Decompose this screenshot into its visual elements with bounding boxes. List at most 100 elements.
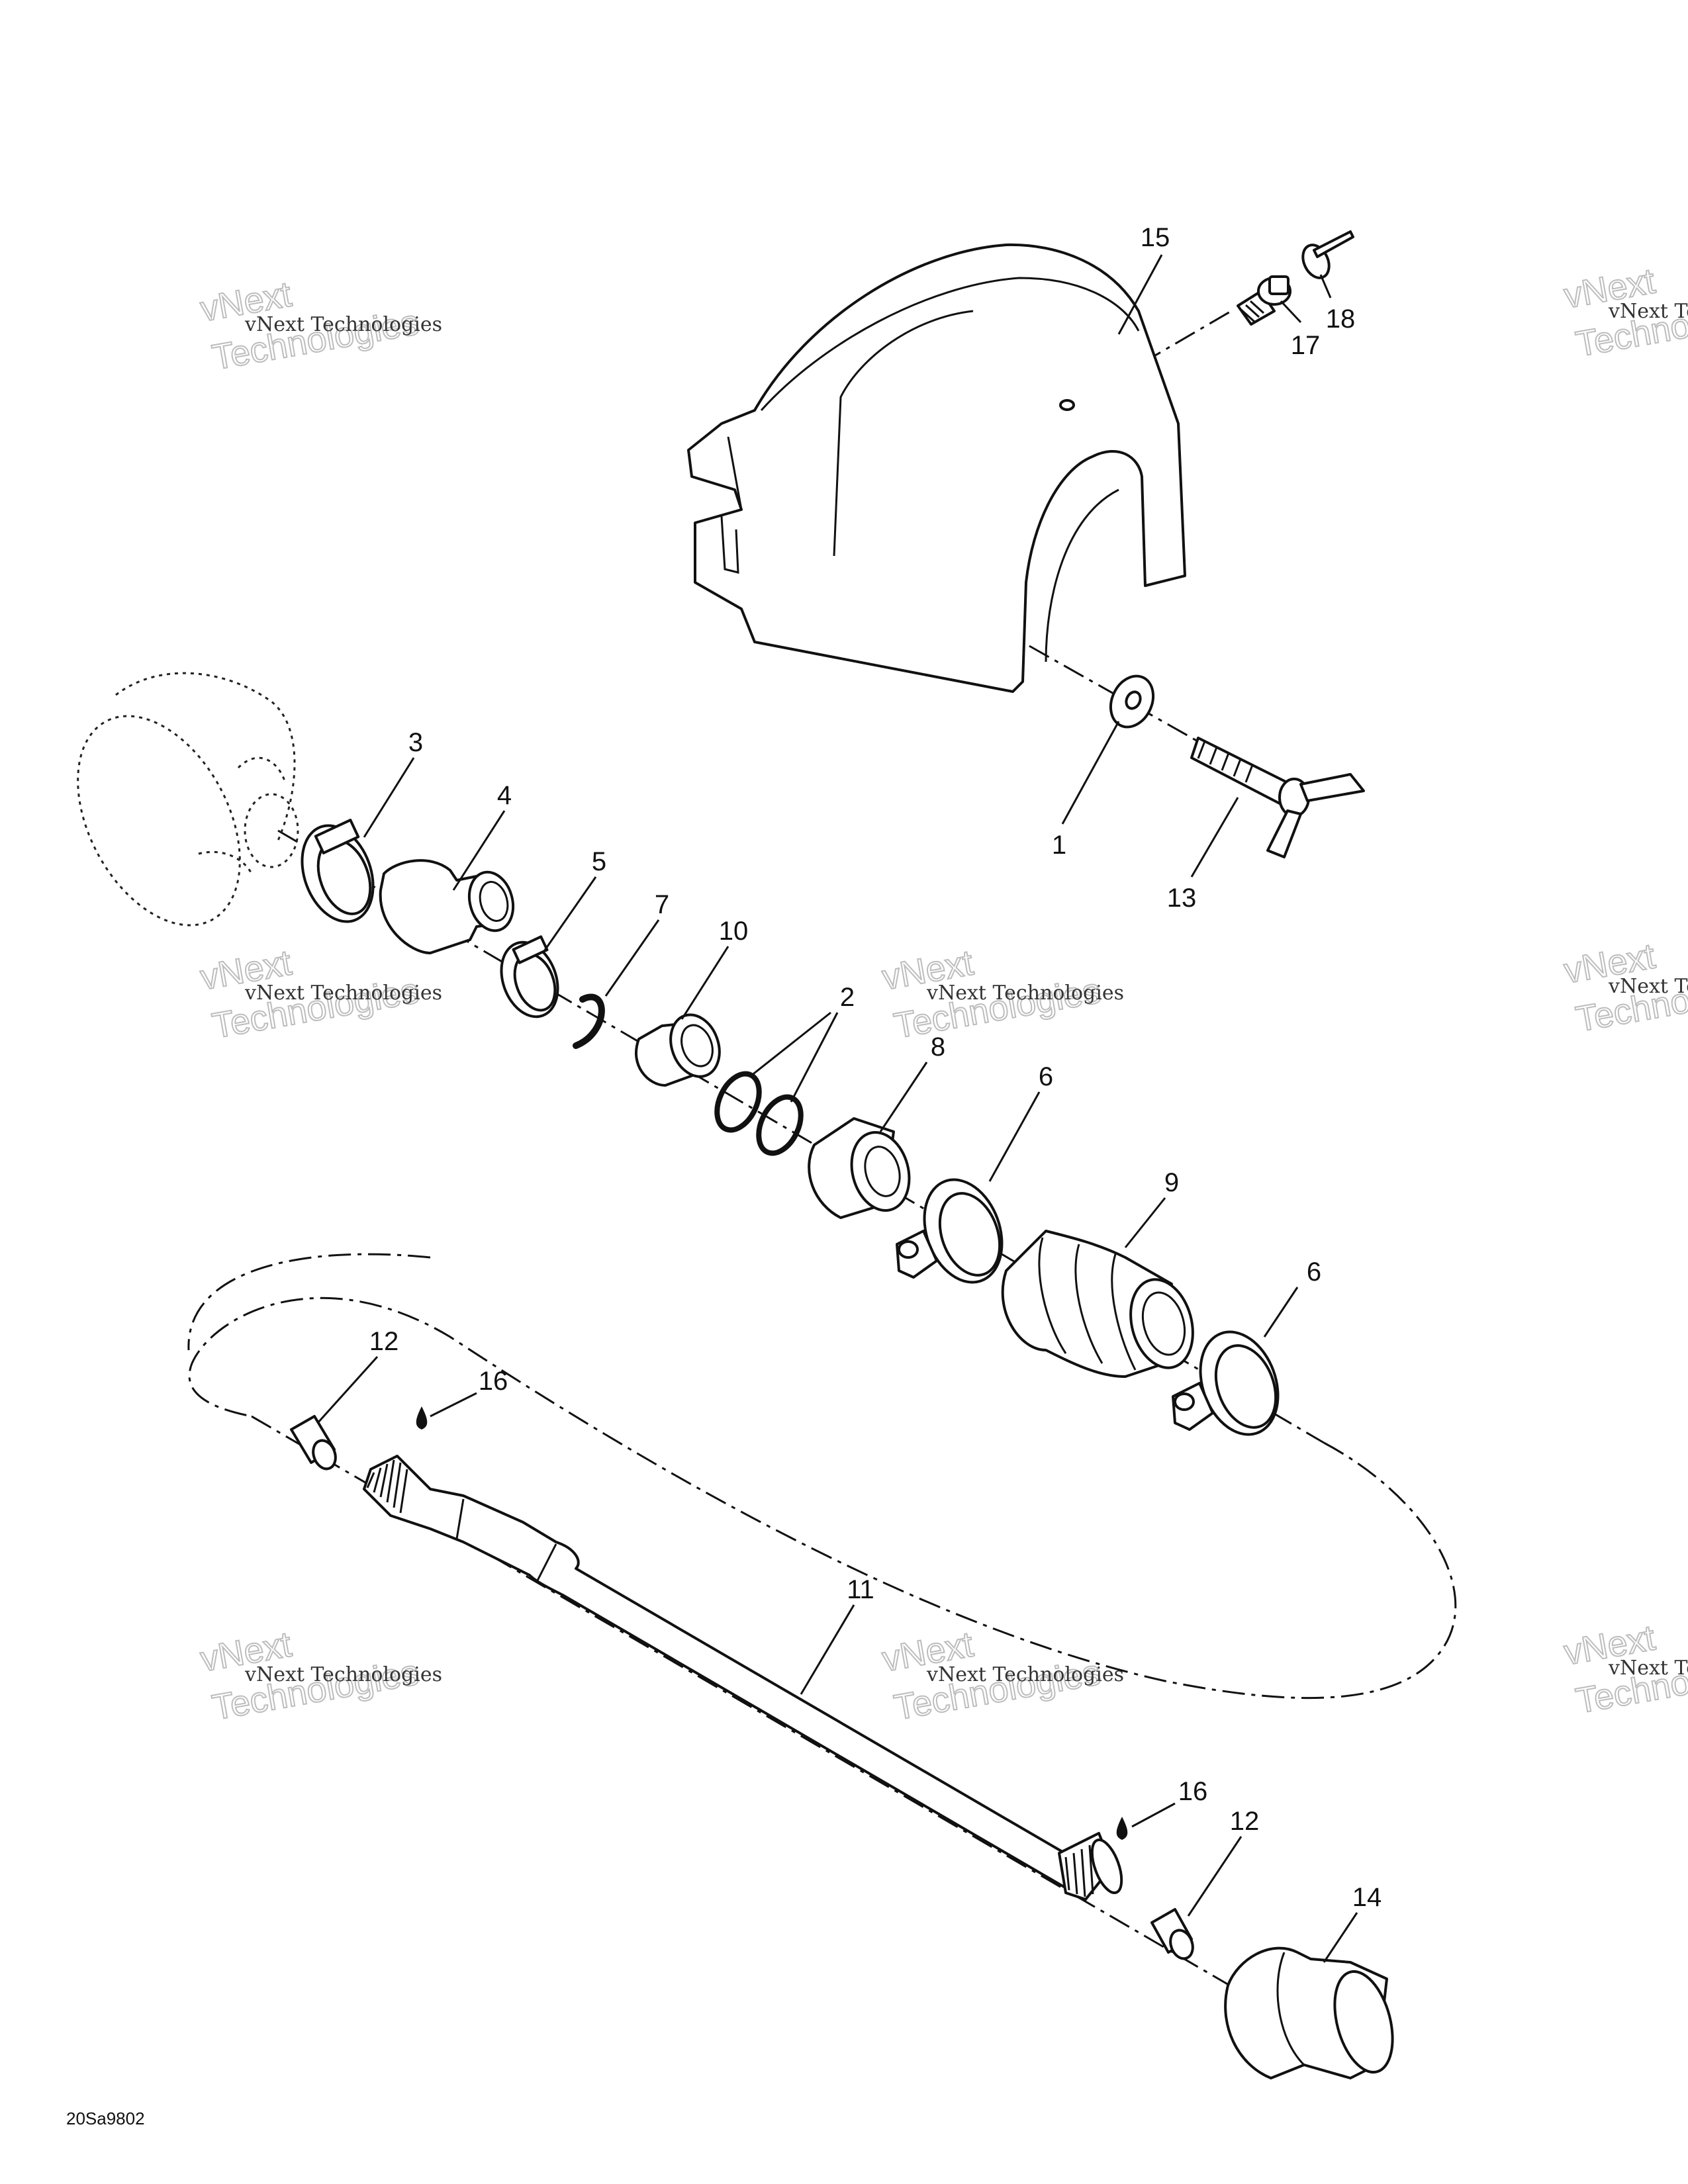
callout-14: 14 [1352, 1883, 1382, 1912]
shaft-steps [455, 1498, 557, 1581]
watermark-text: vNext Technologies [244, 313, 442, 336]
end-bushing-flange [1276, 1952, 1305, 2066]
bushing-bore [680, 1024, 714, 1068]
callout-11: 11 [847, 1575, 874, 1604]
hose-clamp-inner [1214, 1344, 1278, 1429]
leader-lines [316, 254, 1358, 1963]
callout-9: 9 [1164, 1168, 1179, 1197]
boot-bore [1141, 1291, 1186, 1356]
ghost-detail [198, 850, 253, 874]
leader-12 [1187, 1836, 1243, 1917]
shaft-end-face [1090, 1839, 1123, 1894]
watermark: vNext Technologies vNext Technologies [878, 942, 1124, 1047]
part-washer [1109, 674, 1155, 729]
watermark: vNext Technologies vNext Technologies [197, 1624, 442, 1729]
callout-16: 16 [479, 1367, 508, 1396]
callout-6: 6 [1039, 1062, 1053, 1091]
leader-6 [1263, 1287, 1299, 1338]
callout-labels: 15 17 18 1 13 3 4 5 7 10 2 8 6 9 6 12 16… [369, 223, 1382, 1912]
callout-13: 13 [1167, 884, 1197, 913]
hose-clamp-screw [898, 1240, 919, 1259]
cover-ridge [760, 277, 1140, 412]
callout-15: 15 [1141, 223, 1170, 252]
callout-6: 6 [1307, 1257, 1321, 1287]
leader-2 [751, 1011, 831, 1077]
leader-4 [452, 810, 506, 891]
sleeve-bore [864, 1146, 901, 1197]
watermark: vNext Technologies vNext Technologies [197, 942, 442, 1047]
watermark: vNext Technologies vNext Technologies [1560, 261, 1688, 365]
plug-face [312, 1439, 337, 1471]
watermark: vNext Technologies vNext Technologies [878, 1624, 1124, 1729]
bolt-shank [1190, 737, 1292, 805]
leader-12 [316, 1355, 379, 1424]
cover-arch [1045, 488, 1119, 662]
shaft-spline-right [1064, 1844, 1094, 1897]
watermark-text: vNext Technologies [1608, 1657, 1688, 1680]
watermark-text: vNext Technologies [1608, 300, 1688, 323]
watermark: vNext Technologies vNext Technologies [197, 274, 442, 379]
callout-1: 1 [1052, 831, 1066, 860]
leader-17 [1280, 300, 1302, 324]
end-bushing-face [1333, 1970, 1394, 2074]
callout-2: 2 [840, 983, 855, 1012]
leader-7 [604, 919, 660, 997]
part-tie-strap [1301, 230, 1354, 279]
callout-18: 18 [1326, 304, 1356, 334]
screw-hex [1268, 275, 1289, 295]
watermark-text: vNext Technologies [926, 1663, 1124, 1686]
cover-crease [833, 310, 974, 557]
callout-5: 5 [592, 847, 606, 876]
clamp-ear [512, 935, 549, 964]
coupler-face [467, 870, 515, 933]
callout-8: 8 [931, 1032, 945, 1062]
part-o-ring [714, 1071, 762, 1133]
boot-body [1001, 1230, 1173, 1378]
callout-12: 12 [1230, 1807, 1260, 1836]
part-coupler [379, 859, 515, 954]
part-hose-clamp [896, 1178, 1004, 1284]
callout-7: 7 [655, 890, 669, 919]
callout-3: 3 [408, 728, 423, 757]
figure-id: 20Sa9802 [66, 2109, 145, 2128]
callout-17: 17 [1291, 331, 1321, 360]
clamp-ear [314, 819, 360, 854]
part-wing-bolt [1190, 737, 1365, 858]
ghost-outline [77, 715, 241, 927]
leader-16 [1131, 1802, 1176, 1828]
leader-10 [680, 946, 729, 1020]
reference-pulley-ghost [77, 672, 299, 927]
part-cover [687, 243, 1186, 693]
plug-face [1169, 1929, 1194, 1960]
hose-clamp-screw [1174, 1392, 1195, 1411]
assembly-path [188, 1297, 1457, 1700]
leader-11 [800, 1604, 855, 1695]
callout-10: 10 [719, 917, 749, 946]
callout-12: 12 [369, 1327, 399, 1356]
callout-16: 16 [1178, 1777, 1208, 1806]
leader-13 [1190, 797, 1239, 878]
strap-tail [1313, 230, 1354, 258]
shaft-spline-left [366, 1459, 408, 1514]
grease-drop-icon [416, 1406, 428, 1430]
ghost-detail [237, 756, 286, 782]
part-clamp-small [301, 819, 375, 923]
leader-5 [541, 876, 597, 954]
cover-slot [720, 516, 739, 574]
leader-2 [790, 1012, 839, 1103]
hose-clamp-inner [938, 1192, 1002, 1277]
cover-body [687, 243, 1186, 693]
watermark: vNext Technologies vNext Technologies [1560, 936, 1688, 1040]
bolt-wing [1299, 773, 1365, 802]
bolt-thread [1197, 741, 1254, 783]
leader-9 [1124, 1197, 1166, 1248]
callout-4: 4 [497, 781, 512, 810]
bolt-wing [1266, 809, 1302, 858]
part-plug [290, 1415, 337, 1471]
watermark-text: vNext Technologies [926, 981, 1124, 1005]
part-clamp-medium [500, 935, 559, 1019]
leader-6 [988, 1091, 1041, 1182]
grease-drop-icon [1116, 1817, 1128, 1840]
screw-thread [1240, 300, 1265, 323]
